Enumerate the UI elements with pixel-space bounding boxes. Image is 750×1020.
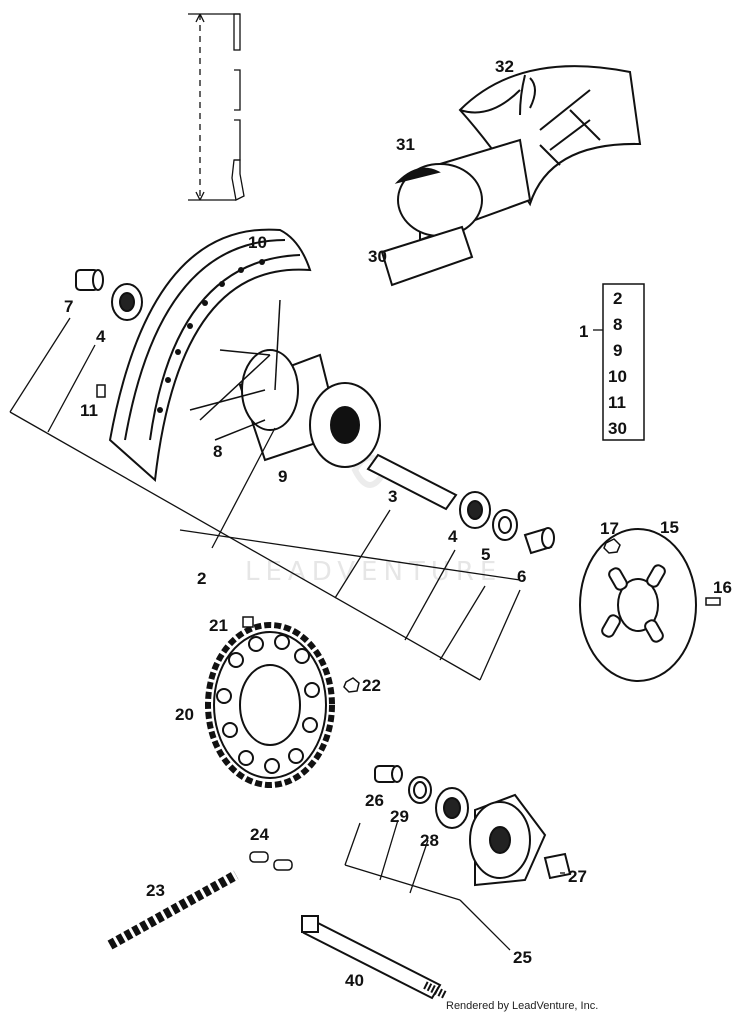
sprocket-carrier-25	[469, 793, 547, 887]
assembly-item: 9	[613, 341, 622, 360]
callout-15: 15	[660, 518, 679, 537]
callout-22: 22	[362, 676, 381, 695]
ring-29	[408, 776, 432, 804]
watermark: LEADVENTURE	[245, 454, 502, 587]
callout-21: 21	[209, 616, 228, 635]
callout-29: 29	[390, 807, 409, 826]
sprocket-20	[205, 622, 335, 788]
callout-1: 1	[579, 322, 588, 341]
chain-23	[107, 870, 239, 950]
nipple-11	[96, 384, 106, 398]
spacer-tube-3	[366, 453, 458, 511]
spacer-6	[523, 527, 555, 555]
callout-32: 32	[495, 57, 514, 76]
nut-22	[343, 677, 360, 693]
assembly-item: 30	[608, 419, 627, 438]
callout-4-left: 4	[96, 327, 106, 346]
spacer-7	[75, 269, 104, 291]
assembly-box: 2 8 9 10 11 30	[602, 283, 645, 441]
callout-30: 30	[368, 247, 387, 266]
nut-17	[603, 538, 621, 554]
callout-40: 40	[345, 971, 364, 990]
damper-27	[543, 852, 572, 880]
seal-5	[492, 509, 518, 541]
callout-labels: 32 31 30 10 7 4 11 8 9 2 3 4 5 6 17 15 1…	[64, 57, 732, 990]
bolt-21	[242, 616, 254, 628]
callout-7: 7	[64, 297, 73, 316]
render-credit: Rendered by LeadVenture, Inc.	[446, 1000, 599, 1012]
callout-17: 17	[600, 519, 619, 538]
callout-25: 25	[513, 948, 532, 967]
spoke-gauge	[188, 13, 245, 201]
callout-3: 3	[388, 487, 397, 506]
rim-10	[108, 228, 312, 483]
bearing-28	[435, 787, 469, 829]
bush-26	[374, 765, 403, 783]
callout-5: 5	[481, 545, 490, 564]
bolt-16	[705, 597, 721, 606]
callout-20: 20	[175, 705, 194, 724]
brake-disc-15	[579, 528, 697, 682]
assembly-item: 11	[608, 393, 626, 412]
callout-31: 31	[396, 135, 415, 154]
callout-11: 11	[80, 401, 98, 420]
callout-10: 10	[248, 233, 267, 252]
callout-9: 9	[278, 467, 287, 486]
rim-tape-30	[380, 225, 474, 287]
assembly-item: 10	[608, 367, 627, 386]
callout-27: 27	[568, 867, 587, 886]
callout-23: 23	[146, 881, 165, 900]
callout-24: 24	[250, 825, 269, 844]
callout-16: 16	[713, 578, 732, 597]
callout-4-right: 4	[448, 527, 458, 546]
spokes-8	[189, 299, 281, 441]
callout-6: 6	[517, 567, 526, 586]
callout-2: 2	[197, 569, 206, 588]
bearing-4-left	[111, 283, 143, 321]
watermark-text: LEADVENTURE	[245, 557, 502, 587]
chain-link-24	[249, 851, 293, 871]
callout-8: 8	[213, 442, 222, 461]
callout-28: 28	[420, 831, 439, 850]
leader-lines	[9, 317, 605, 951]
assembly-item: 8	[613, 315, 622, 334]
tube-31	[394, 138, 532, 242]
axle-40	[301, 915, 447, 1000]
callout-26: 26	[365, 791, 384, 810]
hub-9	[238, 349, 381, 468]
assembly-item: 2	[613, 289, 622, 308]
bearing-4-right	[459, 491, 491, 529]
